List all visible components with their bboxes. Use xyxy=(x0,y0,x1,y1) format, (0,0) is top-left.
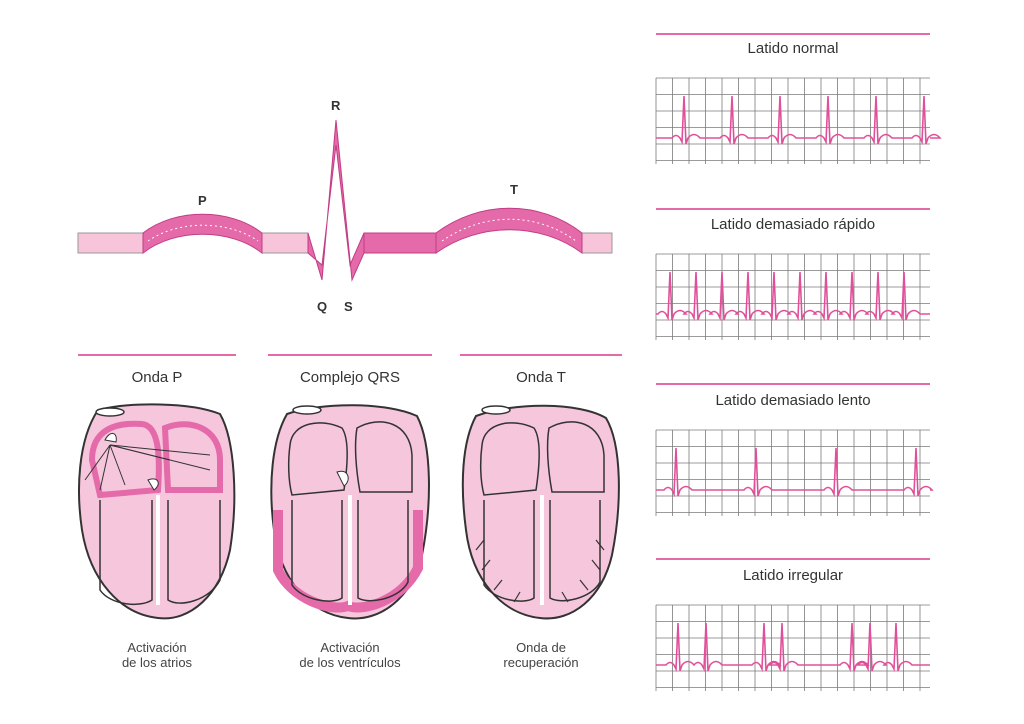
label-r: R xyxy=(331,98,341,113)
ecg-trace xyxy=(656,447,934,498)
phase-caption-qrs-line1: Activación xyxy=(320,640,380,655)
rhythm-title-slow: Latido demasiado lento xyxy=(715,392,871,409)
phase-title-t: Onda T xyxy=(516,369,566,386)
rhythm-title-normal: Latido normal xyxy=(747,40,839,57)
rhythm-rule-slow xyxy=(656,383,930,385)
heart-illustration-p-wave xyxy=(78,403,236,620)
rhythm-title-irregular: Latido irregular xyxy=(742,567,844,584)
rhythm-strip-irregular xyxy=(655,604,930,691)
rhythm-rule-normal xyxy=(656,33,930,35)
rhythm-title-fast: Latido demasiado rápido xyxy=(710,216,876,233)
phase-caption-t-line1: Onda de xyxy=(516,640,566,655)
rhythm-strip-normal xyxy=(655,77,942,164)
ecg-trace xyxy=(656,95,942,146)
ecg-trace xyxy=(656,622,930,673)
phase-rule-t xyxy=(460,354,622,356)
rhythm-rule-irregular xyxy=(656,558,930,560)
phase-caption-p-line1: Activación xyxy=(127,640,187,655)
phase-caption-qrs: Activación de los ventrículos xyxy=(268,640,432,670)
phase-title-qrs: Complejo QRS xyxy=(299,369,401,386)
heart-illustration-t-wave xyxy=(461,404,620,620)
label-t: T xyxy=(510,182,518,197)
ecg-complex-diagram xyxy=(77,119,613,282)
phase-caption-p: Activación de los atrios xyxy=(78,640,236,670)
rhythm-strip-fast xyxy=(655,253,930,340)
heart-illustration-qrs xyxy=(270,404,430,620)
phase-caption-p-line2: de los atrios xyxy=(121,655,193,670)
ecg-trace xyxy=(656,271,930,322)
phase-caption-qrs-line2: de los ventrículos xyxy=(299,655,401,670)
label-p: P xyxy=(198,193,207,208)
phase-caption-t: Onda de recuperación xyxy=(460,640,622,670)
rhythm-rule-fast xyxy=(656,208,930,210)
phase-title-p: Onda P xyxy=(131,369,183,386)
label-q: Q xyxy=(317,299,328,314)
phase-caption-t-line2: recuperación xyxy=(503,655,579,670)
label-s: S xyxy=(344,299,353,314)
phase-rule-qrs xyxy=(268,354,432,356)
phase-rule-p xyxy=(78,354,236,356)
rhythm-strip-slow xyxy=(655,429,934,516)
